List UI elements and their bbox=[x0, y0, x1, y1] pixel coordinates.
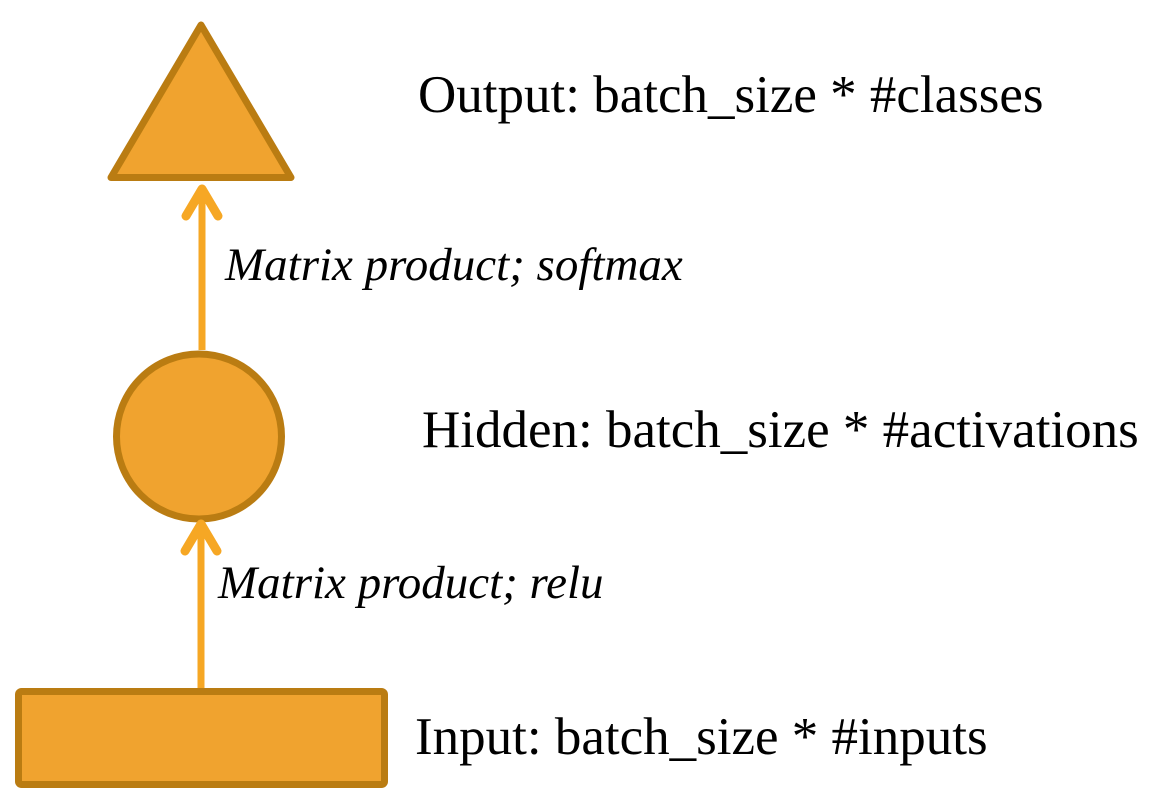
hidden-node-label: Hidden: batch_size * #activations bbox=[422, 401, 1139, 459]
output-node-triangle-icon bbox=[107, 21, 295, 181]
input-node-label: Input: batch_size * #inputs bbox=[415, 708, 988, 766]
edge-label-relu: Matrix product; relu bbox=[218, 557, 604, 609]
arrow-hidden-to-output-icon bbox=[181, 184, 223, 350]
edge-label-softmax: Matrix product; softmax bbox=[225, 239, 683, 291]
arrow-head bbox=[180, 519, 222, 556]
input-node-rectangle-icon bbox=[15, 688, 388, 788]
arrow-input-to-hidden-icon bbox=[180, 519, 222, 688]
hidden-node-circle-icon bbox=[113, 350, 285, 523]
arrow-head bbox=[181, 184, 223, 221]
output-node-label: Output: batch_size * #classes bbox=[418, 66, 1044, 124]
